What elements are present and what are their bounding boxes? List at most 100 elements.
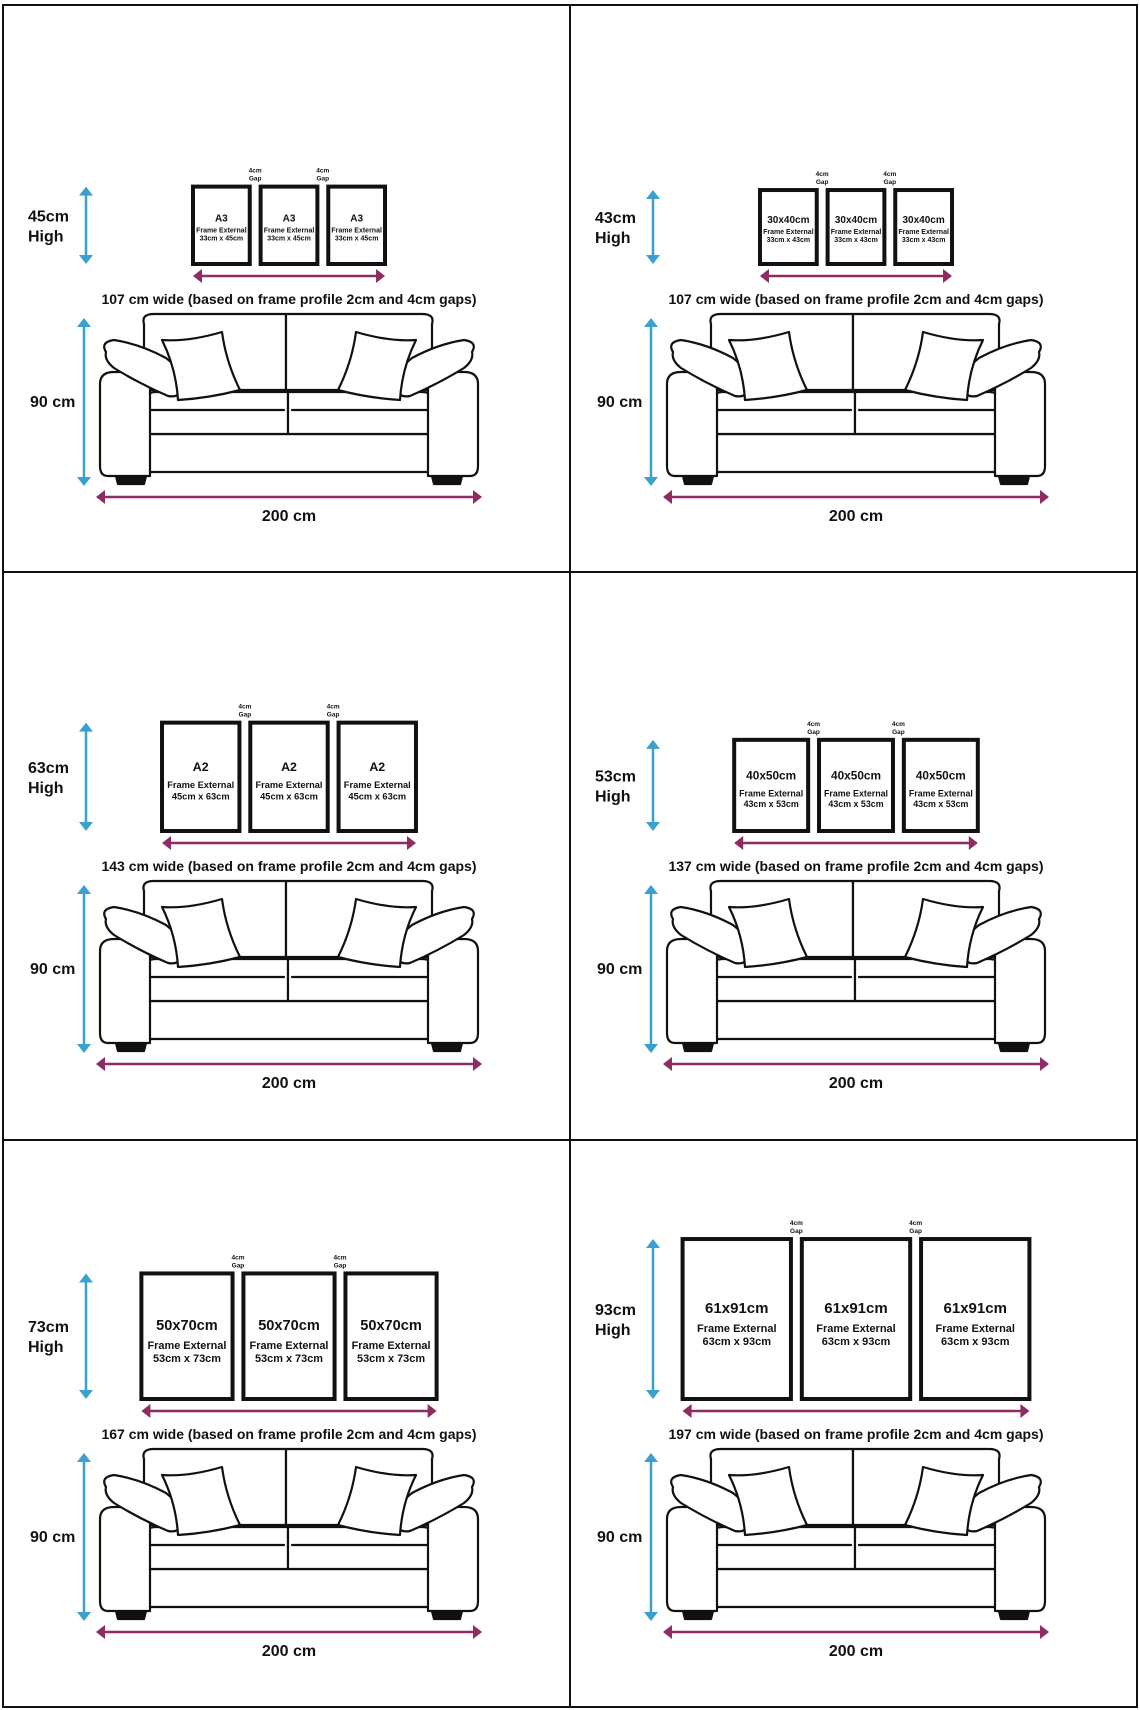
gap-label-text: Gap [232,1262,245,1269]
sofa-arm-right [993,370,1047,478]
gap-label-value: 4cm [334,1254,347,1261]
frame-title: A2 [193,760,209,774]
frame-height-unit: High [595,230,631,247]
sofa-height-arrow [77,885,91,1054]
frame-subtitle: Frame External [256,780,323,790]
frame-dimensions: 43cm x 53cm [913,799,968,809]
seat-cushion-right [853,1525,1001,1570]
frame-subtitle: Frame External [763,229,814,236]
frame-dimensions: 33cm x 43cm [834,237,878,244]
throw-pillow-left [160,1465,242,1536]
gap-label-value: 4cm [909,1220,922,1227]
frame-subtitle: Frame External [898,229,949,236]
gap-label-value: 4cm [316,168,329,175]
gap-label-text: Gap [909,1228,922,1235]
throw-pillow-left [727,898,809,969]
seat-cushion-left [144,958,290,1003]
frame-dimensions: 45cm x 63cm [260,792,318,802]
frame-dimensions: 33cm x 45cm [267,235,311,242]
group-width-arrow [734,836,978,851]
sofa-leg-right [430,474,464,486]
frame-border [336,720,418,834]
gap-label-value: 4cm [790,1220,803,1227]
frame-subtitle: Frame External [935,1323,1014,1335]
frame-subtitle: Frame External [147,1340,226,1352]
frame-border [248,720,330,834]
frame-title: 30x40cm [903,215,945,226]
frame-border [241,1271,337,1401]
sofa-leg-left [681,474,715,486]
sofa-width-arrow [96,490,482,504]
gap-label-value: 4cm [231,1254,244,1261]
frame-title: A3 [283,213,296,224]
sofa-leg-left [681,1609,715,1620]
gap-label-value: 4cm [816,171,829,178]
sofa-width-arrow [96,1057,482,1072]
frame-border [680,1236,793,1401]
frame-dimensions: 43cm x 53cm [828,799,883,809]
frame-title: A2 [281,760,297,774]
group-width-label: 137 cm wide (based on frame profile 2cm … [668,858,1043,874]
frame-dimensions: 63cm x 93cm [822,1336,891,1348]
sofa-illustration [98,312,480,486]
seat-cushion-right [286,390,434,436]
frame-title: 50x70cm [156,1318,218,1334]
group-width-label: 107 cm wide (based on frame profile 2cm … [668,291,1043,307]
sofa-base [711,1567,1001,1608]
frame-border [139,1271,235,1401]
sofa-height-arrow [644,1452,658,1621]
frame-subtitle: Frame External [352,1340,431,1352]
gap-label-text: Gap [883,179,896,186]
frame-height-value: 73cm [28,1319,69,1336]
sofa-height-arrow [644,885,658,1054]
seat-cushion-right [853,390,1001,436]
frame-height-arrow [79,1273,93,1399]
frame-border [817,738,895,834]
frame-border [343,1271,439,1401]
group-width-label: 107 cm wide (based on frame profile 2cm … [101,291,476,307]
gap-label-value: 4cm [327,704,340,711]
frame-height-unit: High [28,780,64,797]
seat-cushion-left [711,1525,857,1570]
sofa-base [144,1000,434,1041]
frame-subtitle: Frame External [250,1340,329,1352]
frame-dimensions: 33cm x 43cm [767,237,811,244]
sofa-width-label: 200 cm [262,1643,316,1660]
frame-border [901,738,980,834]
gap-label-value: 4cm [238,704,251,711]
gap-label-value: 4cm [807,721,820,728]
sofa-width-arrow [663,490,1049,504]
group-width-label: 167 cm wide (based on frame profile 2cm … [101,1426,476,1442]
seat-cushion-left [144,1525,290,1570]
sofa-width-label: 200 cm [829,1075,883,1092]
frame-dimensions: 63cm x 93cm [941,1336,1010,1348]
sofa-base [711,1000,1001,1041]
sofa-width-label: 200 cm [829,508,883,525]
seat-cushion-left [144,390,290,436]
sofa-leg-right [997,474,1031,486]
frame-height-arrow [646,740,660,832]
frame-title: A3 [215,213,228,224]
group-width-arrow [759,269,953,283]
frame-dimensions: 45cm x 63cm [172,792,230,802]
sofa-width-label: 200 cm [262,508,316,525]
frame-dimensions: 43cm x 53cm [744,799,799,809]
frame-subtitle: Frame External [831,229,882,236]
group-width-arrow [192,269,386,283]
seat-cushion-right [853,958,1001,1003]
frame-subtitle: Frame External [697,1323,776,1335]
group-width-arrow [162,836,416,851]
